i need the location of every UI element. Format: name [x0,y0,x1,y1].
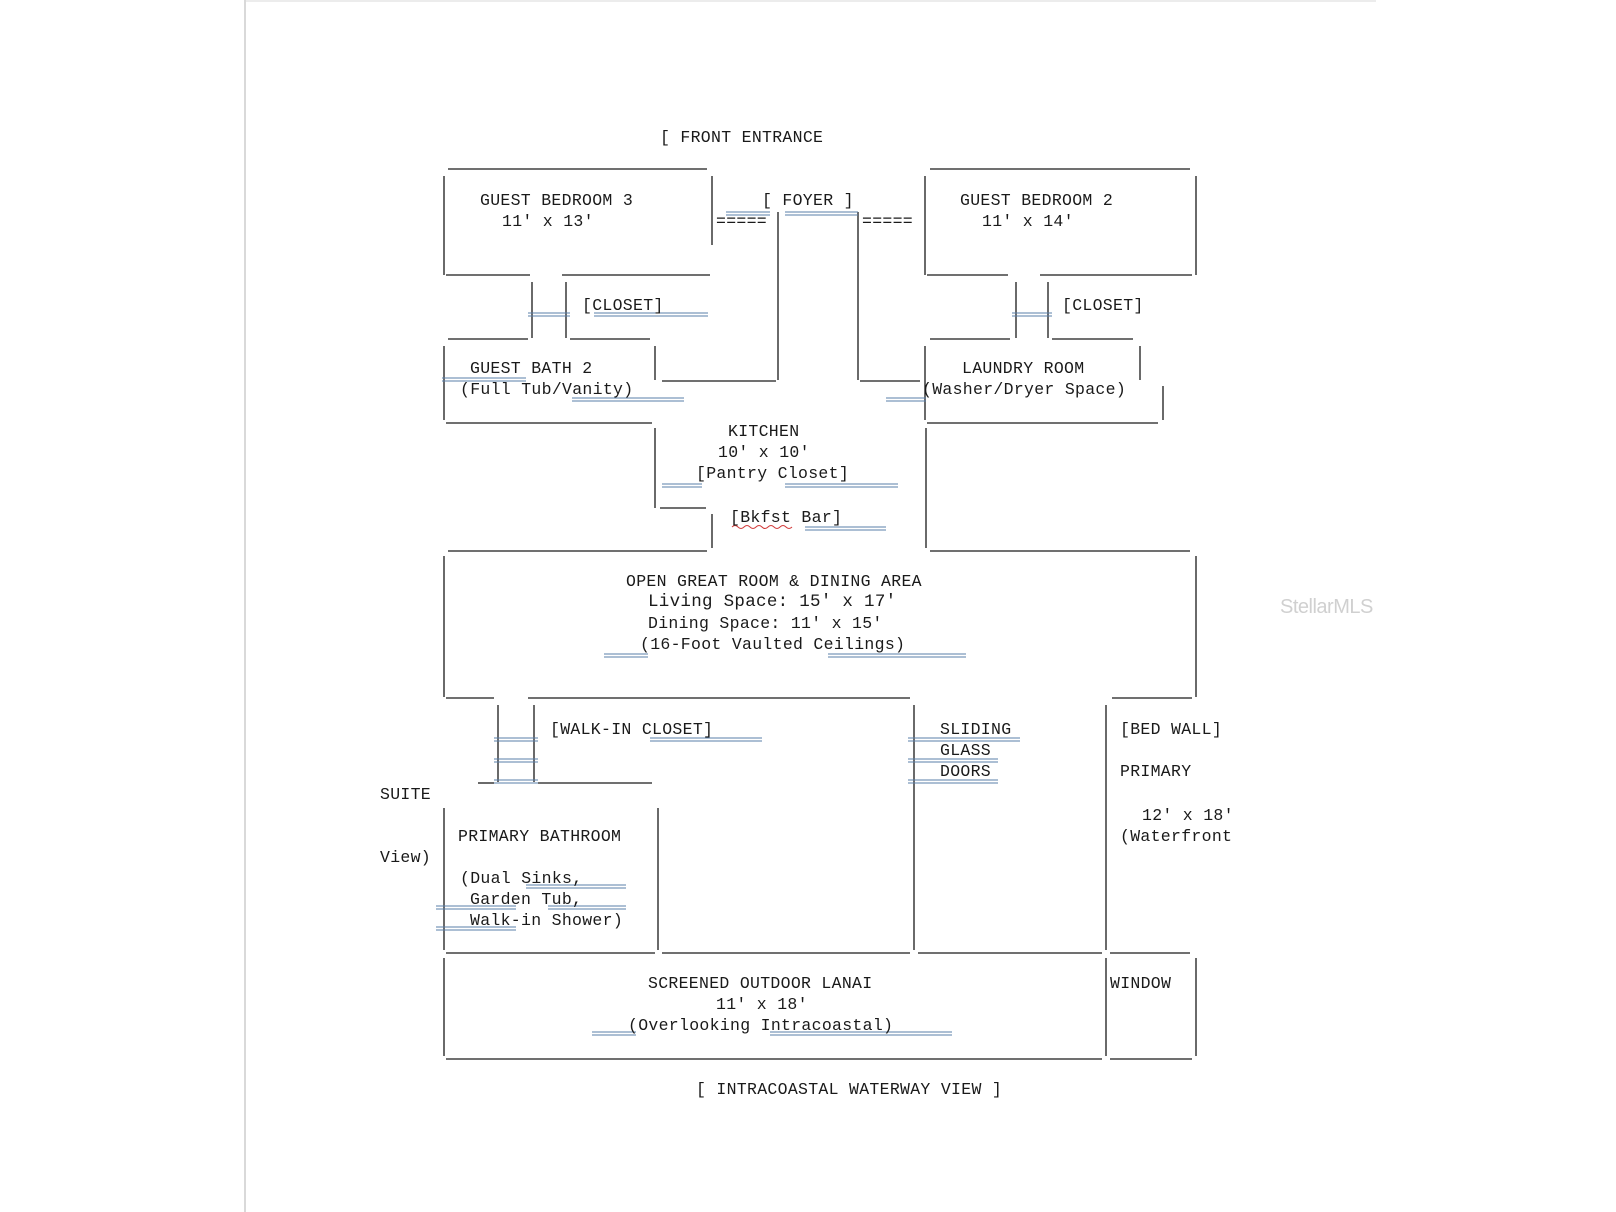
guest-bedroom-2-name: GUEST BEDROOM 2 [960,191,1114,210]
vaulted-ceilings-note: (16-Foot Vaulted Ceilings) [640,635,906,654]
bed-wall-label: [BED WALL] [1120,720,1223,739]
lanai-dim: 11' x 18' [716,995,808,1014]
kitchen-dim: 10' x 10' [718,443,810,462]
glass-label: GLASS [940,741,992,760]
dual-sinks-label: (Dual Sinks, [460,869,583,888]
guest-bedroom-2-dim: 11' x 14' [982,212,1074,231]
pantry-closet-label: [Pantry Closet] [696,464,850,483]
doors-label: DOORS [940,762,992,781]
foyer-left-door: ===== [716,212,768,231]
walk-in-closet-label: [WALK-IN CLOSET] [550,720,714,739]
page-top-edge [246,0,1376,2]
primary-label: PRIMARY [1120,762,1192,781]
sliding-label: SLIDING [940,720,1012,739]
great-room-name: OPEN GREAT ROOM & DINING AREA [626,572,922,591]
living-space-dim: Living Space: 15' x 17' [648,592,897,612]
suite-label: SUITE [380,785,432,804]
waterfront-label: (Waterfront [1120,827,1233,846]
page-left-edge [244,0,246,1212]
primary-suite-dim: 12' x 18' [1142,806,1234,825]
spellcheck-squiggle [731,525,793,529]
intracoastal-view-label: [ INTRACOASTAL WATERWAY VIEW ] [696,1080,1003,1099]
kitchen-name: KITCHEN [728,422,800,441]
guest-bedroom-3-dim: 11' x 13' [502,212,594,231]
laundry-room-desc: (Washer/Dryer Space) [922,380,1127,399]
stellarmls-watermark: StellarMLS [1280,596,1373,618]
foyer-right-door: ===== [862,212,914,231]
dining-space-dim: Dining Space: 11' x 15' [648,614,883,633]
view-label: View) [380,848,432,867]
laundry-room-name: LAUNDRY ROOM [962,359,1085,378]
guest-bedroom-3-name: GUEST BEDROOM 3 [480,191,634,210]
foyer-label: [ FOYER ] [762,191,854,210]
guest-bath-2-desc: (Full Tub/Vanity) [460,380,634,399]
overlooking-note: (Overlooking Intracoastal) [628,1016,894,1035]
primary-bathroom-name: PRIMARY BATHROOM [458,827,622,846]
window-label: WINDOW [1110,974,1172,993]
lanai-name: SCREENED OUTDOOR LANAI [648,974,873,993]
front-entrance-label: [ FRONT ENTRANCE [660,128,824,147]
breakfast-bar-label: [Bkfst Bar] [730,508,843,527]
guest-bath-2-name: GUEST BATH 2 [470,359,593,378]
walk-in-shower-label: Walk-in Shower) [470,911,624,930]
closet-left-label: [CLOSET] [582,296,664,315]
closet-right-label: [CLOSET] [1062,296,1144,315]
garden-tub-label: Garden Tub, [470,890,583,909]
